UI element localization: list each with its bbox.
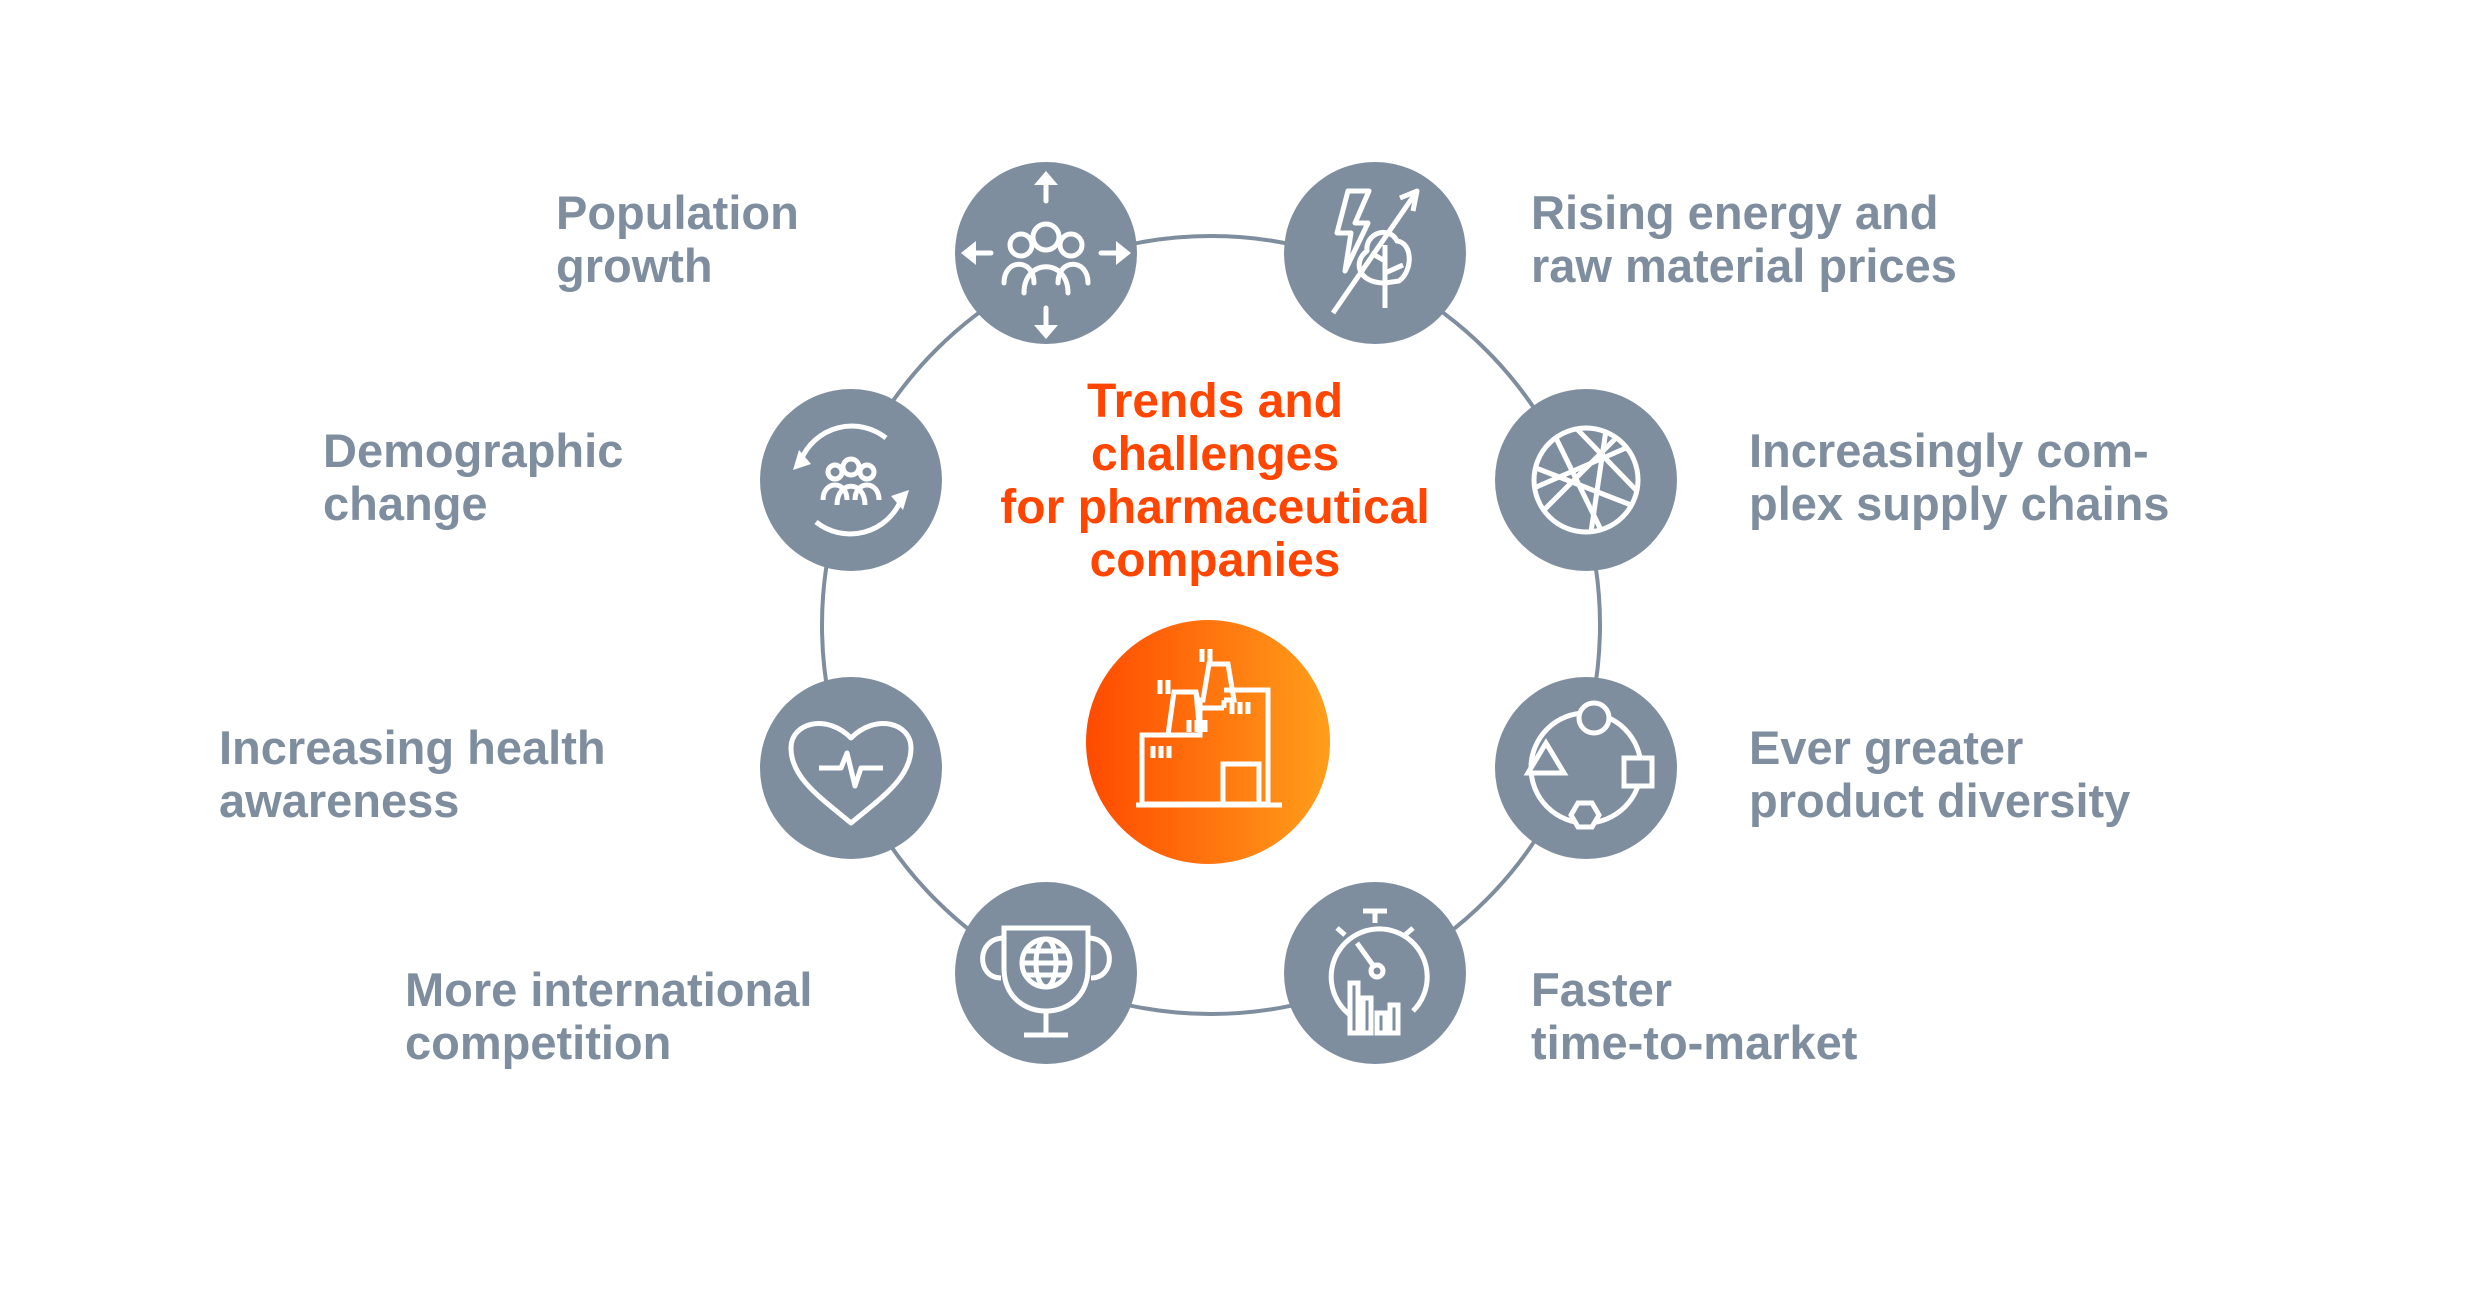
globe-trophy-icon	[955, 882, 1137, 1064]
label-line: growth	[556, 239, 713, 292]
center-title-line: challenges	[1090, 428, 1340, 481]
center-title-line: Trends and	[1086, 375, 1344, 428]
label-line: Increasing health	[219, 721, 606, 774]
label-line: plex supply chains	[1749, 477, 2170, 530]
people-cycle-icon	[760, 389, 942, 571]
population-arrows-icon	[955, 162, 1137, 344]
label-line: competition	[405, 1016, 672, 1069]
label-line: raw material prices	[1531, 239, 1957, 292]
label-line: change	[323, 477, 488, 530]
ring-connector	[820, 234, 1602, 1016]
label-line: Population	[556, 186, 799, 239]
network-globe-icon	[1495, 389, 1677, 571]
center-title-line: companies	[1089, 534, 1341, 587]
label-line: Demographic	[323, 424, 624, 477]
label-line: product diversity	[1749, 774, 2131, 827]
label-line: Increasingly com-	[1749, 424, 2149, 477]
shapes-cycle-icon	[1495, 677, 1677, 859]
factory-icon	[1086, 620, 1330, 864]
heart-pulse-icon	[760, 677, 942, 859]
label-line: time-to-market	[1531, 1016, 1858, 1069]
stopwatch-chart-icon	[1284, 882, 1466, 1064]
label-line: awareness	[219, 774, 460, 827]
center-title-line: for pharmaceutical	[1000, 481, 1430, 534]
label-supply-chains: Increasingly com-plex supply chains	[1749, 424, 2170, 530]
label-line: Faster	[1531, 963, 1673, 1016]
label-line: More international	[405, 963, 813, 1016]
label-line: Ever greater	[1749, 721, 2024, 774]
energy-tree-arrow-icon	[1284, 162, 1466, 344]
center-title: Trends and challenges for pharmaceutical…	[960, 375, 1470, 587]
label-line: Rising energy and	[1531, 186, 1939, 239]
